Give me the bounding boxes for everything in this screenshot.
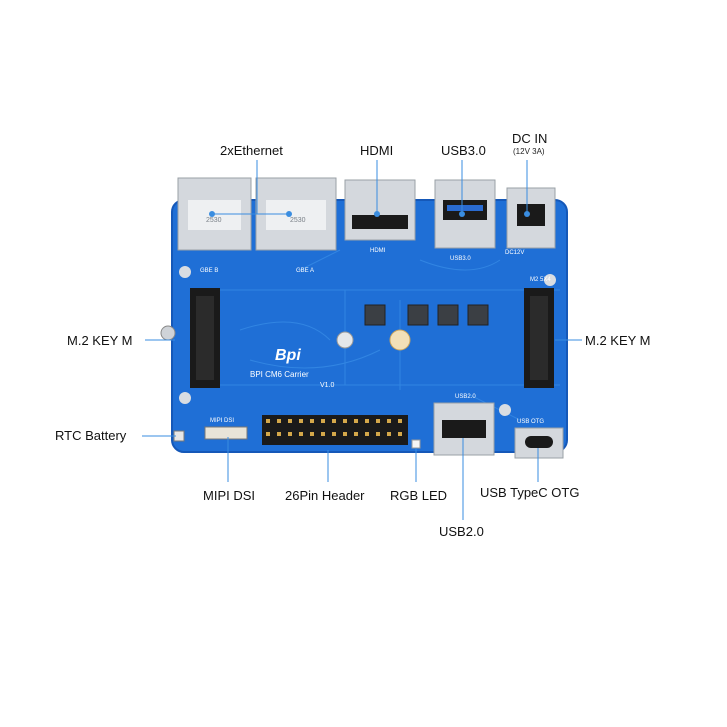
header-pin (266, 419, 270, 423)
label-usb-c: USB TypeC OTG (480, 485, 580, 500)
label-rtc: RTC Battery (55, 428, 127, 443)
silk-eth-speed: 2530 (206, 217, 222, 224)
header-pin (343, 419, 347, 423)
pcb-board (172, 200, 567, 452)
label-rgb-led: RGB LED (390, 488, 448, 503)
header-pin (288, 432, 292, 436)
header-pin (299, 432, 303, 436)
label-usb3: USB3.0 (441, 143, 486, 158)
header-pin (387, 432, 391, 436)
header-pin (266, 432, 270, 436)
label-m2-right: M.2 KEY M (585, 333, 651, 348)
usb3-port-icon (434, 179, 496, 249)
label-ethernet: 2xEthernet (220, 143, 283, 158)
label-dc-in: DC IN (512, 131, 548, 146)
silk-gbe-a: GBE A (296, 268, 314, 274)
header-pin (288, 419, 292, 423)
label-mipi: MIPI DSI (203, 488, 256, 503)
header-pin (376, 419, 380, 423)
silk-dc12v: DC12V (505, 250, 524, 256)
silk-usb3: USB3.0 (450, 256, 471, 262)
header-pin (310, 419, 314, 423)
header-pin (343, 432, 347, 436)
silk-mipi-dsi: MIPI DSI (210, 418, 234, 424)
mount-hole (179, 266, 191, 278)
silk-eth-speed: 2530 (290, 217, 306, 224)
label-m2-left: M.2 KEY M (67, 333, 133, 348)
silk-gbe-b: GBE B (200, 268, 218, 274)
label-hdmi: HDMI (360, 143, 394, 158)
mipi-connector-icon (204, 426, 248, 440)
m2-slot-icon (190, 288, 554, 388)
header-pin (321, 419, 325, 423)
header-pin (277, 432, 281, 436)
rgb-led-icon (411, 439, 421, 449)
mount-hole (389, 329, 411, 351)
label-usb2: USB2.0 (439, 524, 484, 539)
label-dc-in-spec: (12V 3A) (513, 147, 545, 156)
header-pin (398, 419, 402, 423)
header-pin (354, 432, 358, 436)
header-pin (332, 432, 336, 436)
header-pin (376, 432, 380, 436)
mount-hole (179, 392, 191, 404)
power-inductors (364, 304, 489, 326)
usb2-port-icon (433, 402, 495, 456)
header-pin (332, 419, 336, 423)
mount-hole (499, 404, 511, 416)
header-pin (277, 419, 281, 423)
label-header: 26Pin Header (285, 488, 365, 503)
silk-m2-5x4: M2 5X4 (530, 277, 551, 283)
usb-c-port-icon (514, 427, 564, 459)
hdmi-port-icon (344, 179, 416, 241)
leader-lines (142, 160, 582, 520)
dc-jack-icon (506, 187, 556, 249)
silk-logo: Bpi (275, 347, 301, 364)
header-pin (321, 432, 325, 436)
header-pin (387, 419, 391, 423)
header-pin (365, 432, 369, 436)
header-pin (365, 419, 369, 423)
header-pin (354, 419, 358, 423)
header-pins (266, 419, 402, 436)
header-pin (299, 419, 303, 423)
silk-hdmi: HDMI (370, 248, 386, 254)
silk-board-name: BPI CM6 Carrier (250, 370, 309, 379)
mount-hole (336, 331, 354, 349)
header-pin (398, 432, 402, 436)
mount-hole (544, 274, 556, 286)
header-pin (310, 432, 314, 436)
standoff (160, 325, 176, 341)
silk-usb2: USB2.0 (455, 394, 476, 400)
silk-usb-otg: USB OTG (517, 419, 544, 425)
silk-version: V1.0 (320, 382, 335, 389)
